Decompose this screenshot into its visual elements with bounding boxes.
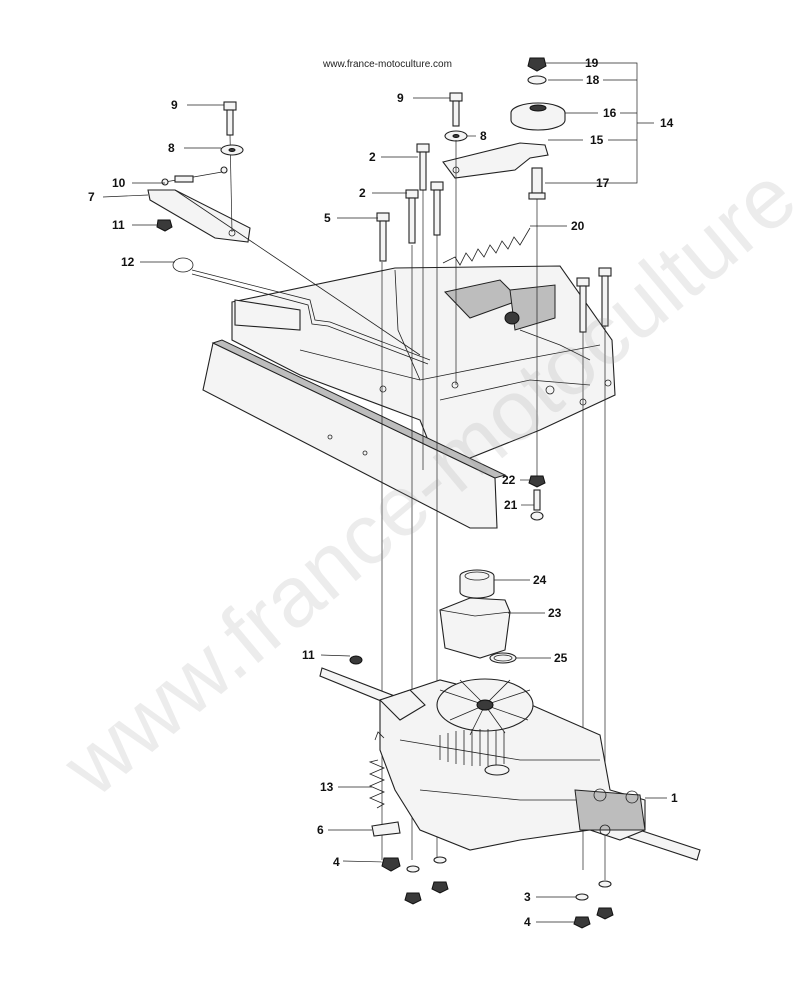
callout-10: 10 — [112, 176, 126, 190]
callout-11-left: 11 — [112, 218, 125, 232]
nuts-bottom — [381, 856, 614, 929]
control-rod-12 — [172, 257, 431, 365]
bolt-2-b — [405, 181, 444, 244]
bolt-2-a — [416, 143, 430, 191]
front-bumper — [202, 339, 507, 529]
reservoir-23 — [439, 597, 511, 659]
washer-8-left — [220, 144, 244, 156]
callout-6: 6 — [317, 823, 324, 837]
washer-18 — [527, 75, 547, 85]
callout-16: 16 — [603, 106, 617, 120]
callout-13: 13 — [320, 780, 334, 794]
spring-13 — [368, 731, 386, 809]
callout-1: 1 — [671, 791, 678, 805]
callout-14: 14 — [660, 116, 674, 130]
transaxle-1 — [319, 655, 701, 861]
chassis-frame — [231, 265, 616, 471]
cap-24 — [459, 569, 495, 599]
callout-24: 24 — [533, 573, 547, 587]
nut-11-left — [156, 219, 173, 232]
nut-22 — [528, 475, 546, 488]
callout-12: 12 — [121, 255, 135, 269]
callout-9-right: 9 — [397, 91, 404, 105]
source-url: www.france-motoculture.com — [323, 59, 452, 70]
nut-19 — [527, 57, 547, 72]
spring-20 — [442, 227, 531, 266]
callout-2-b: 2 — [359, 186, 366, 200]
callout-8-right: 8 — [480, 129, 487, 143]
callout-19: 19 — [585, 56, 599, 70]
bolt-9-right — [449, 92, 463, 127]
callout-5: 5 — [324, 211, 331, 225]
bracket-7 — [147, 189, 421, 356]
callout-20: 20 — [571, 219, 585, 233]
callout-22: 22 — [502, 473, 516, 487]
bolt-9-left — [223, 101, 237, 233]
callout-9-left: 9 — [171, 98, 178, 112]
callout-25: 25 — [554, 651, 568, 665]
callout-8-left: 8 — [168, 141, 175, 155]
callout-2-a: 2 — [369, 150, 376, 164]
bolts-rear — [576, 267, 612, 333]
callout-11-right: 11 — [302, 648, 315, 662]
bolt-21 — [530, 489, 544, 521]
pulley-16 — [510, 102, 566, 131]
plate-6 — [371, 821, 401, 837]
bolt-5 — [376, 212, 390, 262]
leader-lines — [102, 62, 667, 923]
callout-15: 15 — [590, 133, 604, 147]
callout-18: 18 — [586, 73, 600, 87]
callout-4-left: 4 — [333, 855, 340, 869]
callout-3: 3 — [524, 890, 531, 904]
callout-7: 7 — [88, 190, 95, 204]
bolt-17 — [528, 167, 546, 200]
callout-17: 17 — [596, 176, 610, 190]
callout-23: 23 — [548, 606, 562, 620]
washer-8-right — [444, 130, 468, 142]
clamp-25 — [489, 652, 517, 664]
callout-4-right: 4 — [524, 915, 531, 929]
callout-labels: 9 8 10 7 11 12 9 8 2 2 5 19 18 16 15 14 … — [88, 56, 678, 929]
callout-21: 21 — [504, 498, 518, 512]
cable-10 — [161, 166, 228, 186]
